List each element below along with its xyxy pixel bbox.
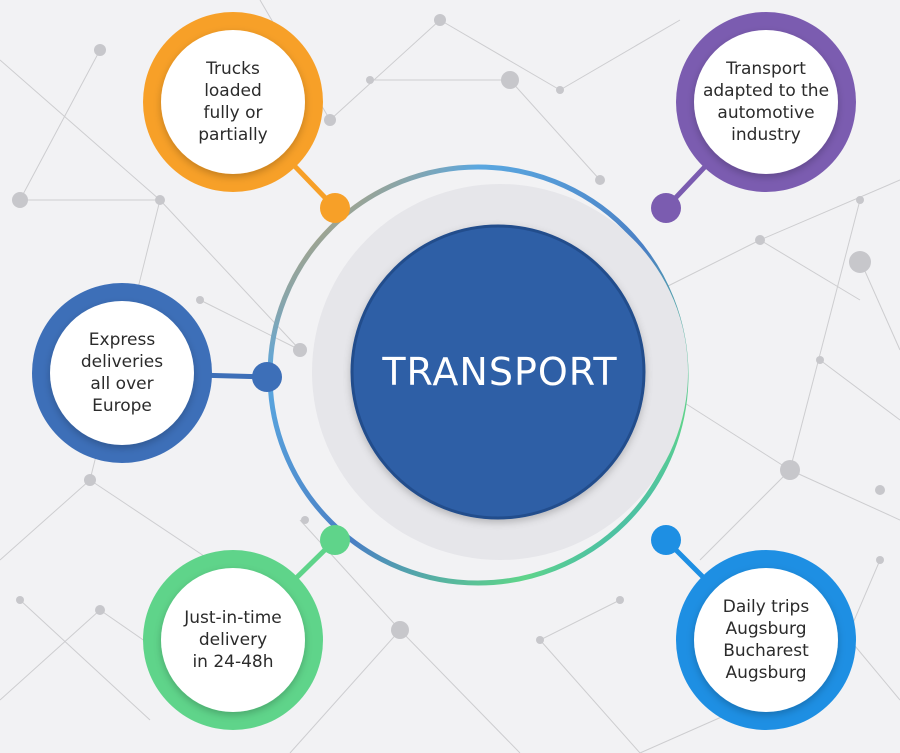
center-title: TRANSPORT: [382, 350, 618, 394]
feature-node-jit: [143, 550, 323, 730]
feature-nodes: [32, 12, 856, 730]
feature-node-automotive: [676, 12, 856, 192]
feature-node-face: [161, 568, 305, 712]
feature-node-face: [694, 30, 838, 174]
feature-node-daily: [676, 550, 856, 730]
ring-dot-automotive: [651, 193, 681, 223]
node-label-automotive: Transport adapted to the automotive indu…: [702, 59, 830, 145]
node-label-express: Express deliveries all over Europe: [80, 330, 164, 416]
ring-dots: [252, 193, 681, 555]
feature-node-face: [694, 568, 838, 712]
ring-dot-daily: [651, 525, 681, 555]
center-circle: [350, 224, 646, 520]
feature-node-face: [161, 30, 305, 174]
ring-dot-express: [252, 362, 282, 392]
ring-dot-jit: [320, 525, 350, 555]
feature-node-trucks: [143, 12, 323, 192]
node-label-trucks: Trucks loaded fully or partially: [198, 59, 268, 145]
feature-node-express: [32, 283, 212, 463]
ring-dot-trucks: [320, 193, 350, 223]
node-label-jit: Just-in-time delivery in 24-48h: [184, 608, 282, 672]
node-label-daily: Daily trips Augsburg Bucharest Augsburg: [722, 597, 810, 683]
feature-node-face: [50, 301, 194, 445]
